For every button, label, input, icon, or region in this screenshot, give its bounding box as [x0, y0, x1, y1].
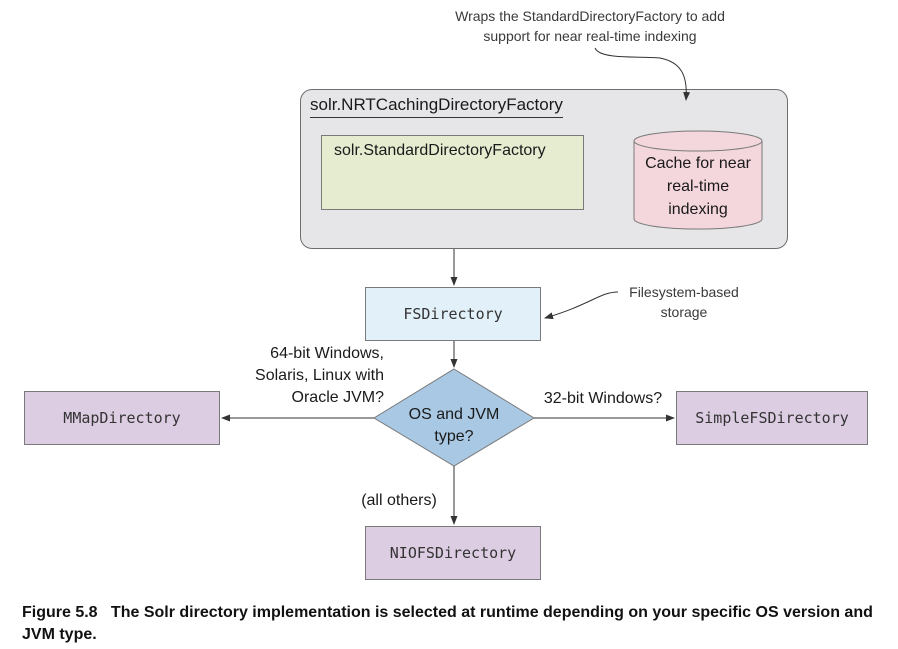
cache-cylinder-icon [633, 130, 763, 230]
fsdirectory-box: FSDirectory [365, 287, 541, 341]
decision-label: OS and JVM type? [408, 406, 500, 445]
standard-directory-factory-box: solr.StandardDirectoryFactory [321, 135, 584, 210]
mmapdirectory-label: MMapDirectory [63, 409, 181, 427]
nrt-caching-factory-title: solr.NRTCachingDirectoryFactory [310, 94, 563, 118]
filesystem-annotation: Filesystem-based storage [629, 284, 739, 320]
bottom-condition-label: (all others) [361, 492, 437, 509]
simplefsdirectory-box: SimpleFSDirectory [676, 391, 868, 445]
wraps-annotation: Wraps the StandardDirectoryFactory to ad… [455, 8, 725, 44]
niofsdirectory-label: NIOFSDirectory [389, 544, 517, 562]
fsdirectory-label: FSDirectory [403, 305, 503, 323]
simplefsdirectory-label: SimpleFSDirectory [695, 409, 849, 427]
cache-label: Cache for near real-time indexing [645, 155, 751, 218]
standard-directory-factory-label: solr.StandardDirectoryFactory [334, 142, 546, 159]
wraps-annotation-arrow [594, 47, 691, 101]
mmapdirectory-box: MMapDirectory [24, 391, 220, 445]
right-condition-label: 32-bit Windows? [543, 390, 663, 407]
figure-caption-text: The Solr directory implementation is sel… [22, 604, 873, 643]
niofsdirectory-box: NIOFSDirectory [365, 526, 541, 580]
figure-caption: Figure 5.8 The Solr directory implementa… [22, 602, 882, 646]
filesystem-annotation-arrow [544, 291, 619, 320]
figure-number: Figure 5.8 [22, 604, 98, 621]
left-condition-label: 64-bit Windows, Solaris, Linux with Orac… [255, 345, 384, 406]
